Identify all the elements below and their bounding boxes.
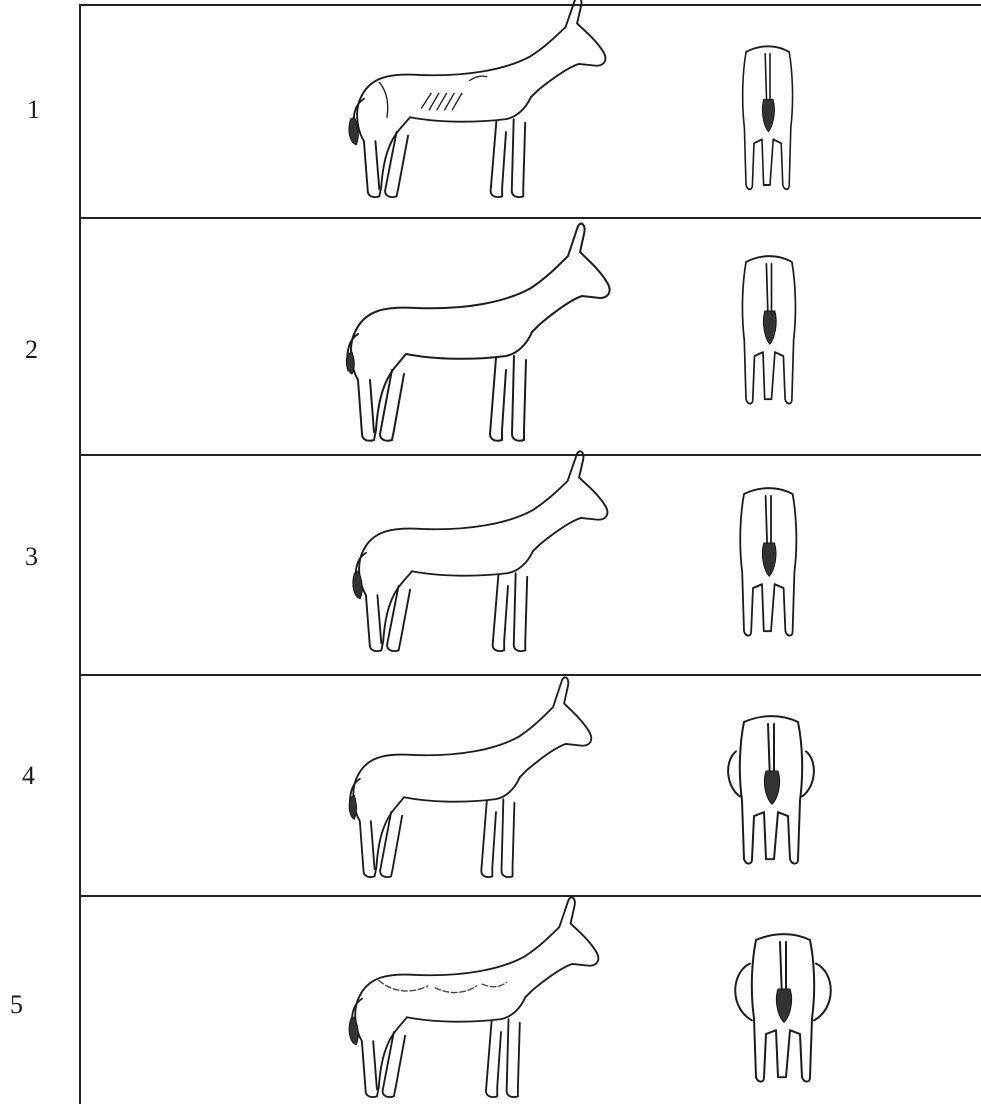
row-label-3: 3 — [25, 542, 38, 571]
row-label-5: 5 — [10, 990, 23, 1019]
donkey-side-icon — [349, 677, 591, 877]
donkey-rear-icon — [742, 256, 795, 403]
donkey-side-icon — [346, 224, 609, 441]
row-label-4: 4 — [22, 761, 35, 790]
donkey-side-icon — [353, 451, 608, 651]
donkey-rear-icon — [743, 46, 793, 189]
donkey-rear-icon — [735, 934, 831, 1081]
donkey-rear-icon — [728, 716, 814, 863]
donkey-side-icon — [349, 897, 598, 1097]
row-label-1: 1 — [27, 95, 40, 124]
donkey-rear-icon — [740, 488, 796, 635]
row-label-2: 2 — [25, 335, 38, 364]
donkey-side-icon — [349, 0, 605, 197]
